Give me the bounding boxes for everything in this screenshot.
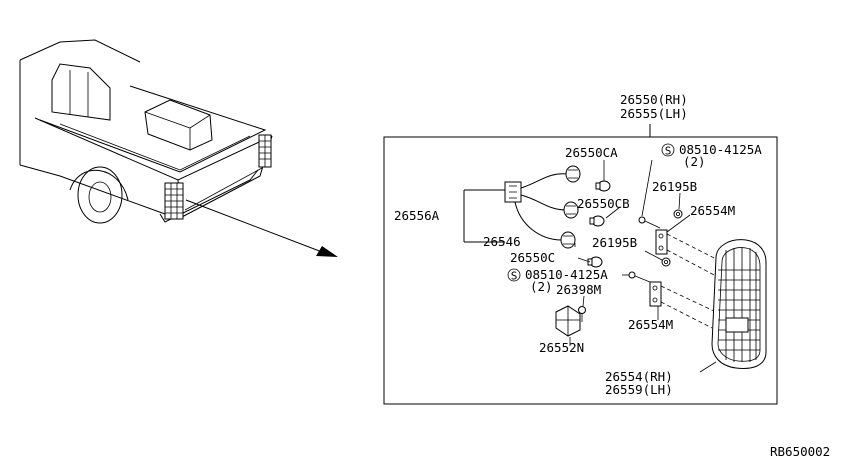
bulb-cb <box>589 215 605 227</box>
socket-middle <box>563 201 579 219</box>
screw-symbol-top-text: S <box>665 145 672 158</box>
leader-gasket-top <box>666 214 691 233</box>
leader-c <box>577 257 591 263</box>
bulb-ca <box>595 180 611 192</box>
wire-3 <box>514 201 563 241</box>
pointer-arrow <box>185 199 338 257</box>
leader-screw-top <box>641 159 653 217</box>
gasket-lower <box>649 281 662 307</box>
wire-1 <box>520 173 569 189</box>
bulb-c <box>587 256 603 268</box>
tail-lamp-far <box>258 134 272 168</box>
screw-symbol-mid-text: S <box>511 270 518 283</box>
harness-connector <box>504 181 522 203</box>
wire-2 <box>520 194 567 211</box>
detail-frame <box>383 136 778 405</box>
screw-symbol-top <box>661 143 675 157</box>
label-gasket-top: 26554M <box>690 203 735 218</box>
socket-lower <box>560 231 576 249</box>
harness-bracket <box>463 189 505 243</box>
leader-lens <box>699 361 717 373</box>
mount-bracket <box>555 305 581 337</box>
label-socket-c: 26550C <box>510 250 555 265</box>
leader-bolt <box>582 295 585 307</box>
label-screw-mid-qty: (2) <box>530 279 553 294</box>
leader-cb <box>605 206 621 219</box>
label-bolt: 26398M <box>556 282 601 297</box>
label-screw-top: 08510-4125A <box>679 142 762 157</box>
label-socket-cb: 26550CB <box>577 196 630 211</box>
screw-upper <box>638 216 661 229</box>
nut-middle <box>661 257 671 267</box>
nut-upper <box>673 209 683 219</box>
label-nut-mid: 26195B <box>592 235 637 250</box>
tail-lamp-near <box>164 182 184 220</box>
label-lens-lh: 26559(LH) <box>605 382 673 397</box>
screw-symbol-mid <box>507 268 521 282</box>
tail-lamp-lens <box>711 239 767 369</box>
gasket-upper <box>655 229 668 255</box>
label-bracket: 26552N <box>539 340 584 355</box>
bolt <box>578 306 586 322</box>
label-screw-top-qty: (2) <box>683 154 706 169</box>
align-lines-upper <box>666 233 723 277</box>
label-socket-ca: 26550CA <box>565 145 618 160</box>
diagram-code: RB650002 <box>770 444 830 459</box>
leader-nut-top <box>678 192 681 210</box>
leader-nut-mid <box>644 250 663 261</box>
label-lens-rh: 26554(RH) <box>605 369 673 384</box>
label-gasket-bottom: 26554M <box>628 317 673 332</box>
truck-illustration <box>19 39 273 224</box>
label-screw-mid: 08510-4125A <box>525 267 608 282</box>
label-harness: 26546 <box>483 234 521 249</box>
socket-upper <box>565 165 581 183</box>
screw-middle <box>628 271 651 283</box>
assembly-label-rh: 26550(RH) <box>620 92 688 107</box>
align-lines-lower <box>660 285 717 329</box>
assembly-label-lh: 26555(LH) <box>620 106 688 121</box>
label-nut-top: 26195B <box>652 179 697 194</box>
label-harness-assy: 26556A <box>394 208 440 223</box>
